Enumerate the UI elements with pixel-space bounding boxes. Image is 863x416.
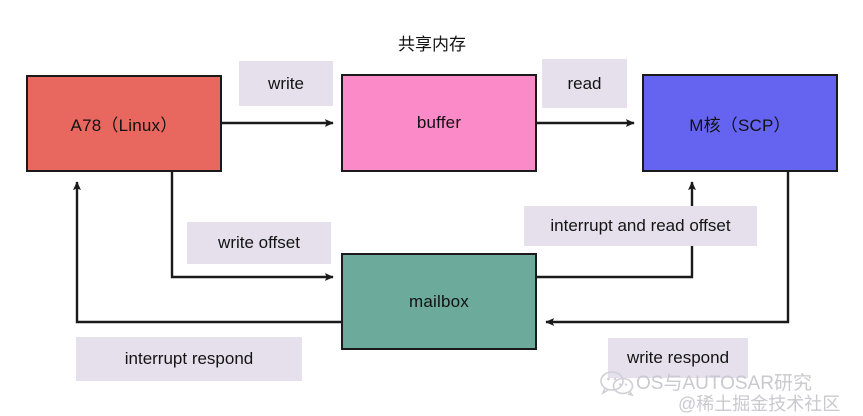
edge-label-interrupt-respond: interrupt respond bbox=[76, 337, 302, 381]
edge-label-write-respond: write respond bbox=[608, 338, 748, 378]
node-a78-label: A78（Linux） bbox=[70, 116, 178, 135]
edge-label-read: read bbox=[542, 59, 627, 108]
node-buffer-label: buffer bbox=[416, 113, 462, 132]
node-buffer[interactable]: buffer bbox=[341, 74, 537, 172]
node-a78[interactable]: A78（Linux） bbox=[26, 75, 222, 172]
node-mailbox[interactable]: mailbox bbox=[341, 253, 537, 350]
edge-label-write-offset: write offset bbox=[187, 222, 331, 264]
edge-label-write: write bbox=[239, 61, 333, 106]
node-mcore-label: M核（SCP） bbox=[689, 115, 791, 135]
node-mailbox-label: mailbox bbox=[409, 291, 469, 311]
watermark-line-2: @稀土掘金技术社区 bbox=[678, 394, 841, 414]
edge-label-interrupt-and-read-offset: interrupt and read offset bbox=[524, 206, 757, 246]
node-mcore[interactable]: M核（SCP） bbox=[642, 74, 838, 172]
diagram-title: 共享内存 bbox=[398, 35, 466, 54]
edge-mcore-to-mailbox bbox=[545, 172, 790, 326]
